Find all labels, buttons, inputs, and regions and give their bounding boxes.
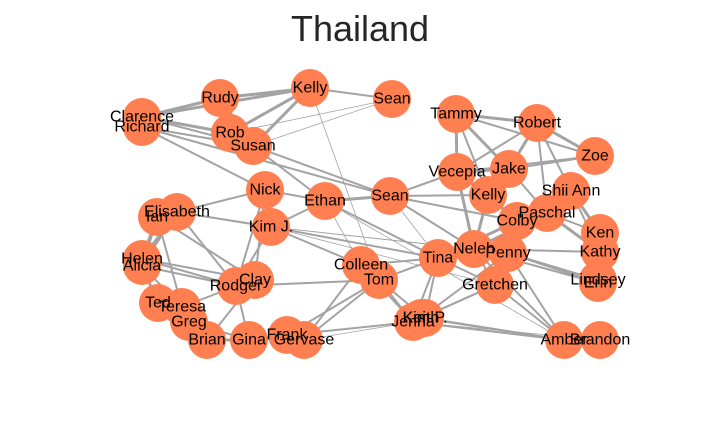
node-sean1 [373, 80, 411, 118]
node-label-alicia: Alicia [123, 258, 161, 275]
node-label-rodger: Rodger [210, 278, 263, 295]
node-label-sean1: Sean [373, 91, 410, 108]
node-label-paschal: Paschal [519, 205, 576, 222]
node-gina [230, 321, 268, 359]
node-label-tina: Tina [423, 250, 454, 267]
node-label-kimp: Kim P. [402, 310, 447, 327]
node-label-greg: Greg [171, 314, 207, 331]
node-alicia [123, 247, 161, 285]
node-amber [545, 321, 583, 359]
node-zoe [576, 137, 614, 175]
node-gervase [285, 321, 323, 359]
node-label-brian: Brian [188, 332, 225, 349]
node-label-rudy: Rudy [201, 90, 238, 107]
node-label-frank: Frank [267, 327, 309, 344]
node-label-sean2: Sean [371, 188, 408, 205]
node-tom [360, 261, 398, 299]
node-label-kathy: Kathy [580, 244, 621, 261]
node-ian [138, 198, 176, 236]
node-label-susan: Susan [230, 138, 275, 155]
node-label-jenna: Jenna [391, 314, 435, 331]
node-jake [490, 150, 528, 188]
node-label-rob: Rob [215, 125, 244, 142]
node-label-penny: Penny [485, 245, 530, 262]
node-erin [579, 264, 617, 302]
node-label-robert: Robert [513, 115, 562, 132]
node-rodger [217, 267, 255, 305]
node-label-ian: Ian [146, 209, 168, 226]
node-neleh [455, 230, 493, 268]
node-label-elisabeth: Elisabeth [144, 204, 210, 221]
node-nick [246, 171, 284, 209]
edge-kimj-gretchen [270, 226, 496, 286]
node-layer: ClarenceRichardRudyKellySeanRobSusanTamm… [110, 69, 630, 359]
node-label-ted: Ted [145, 295, 171, 312]
node-label-colby: Colby [497, 213, 538, 230]
node-label-neleh: Neleh [453, 241, 495, 258]
node-kelly2 [469, 176, 507, 214]
node-kelly1 [291, 69, 329, 107]
edge-ethan-tina [324, 200, 439, 259]
node-label-keith: Keith [403, 310, 439, 327]
edge-richard-sean2 [141, 126, 391, 197]
node-label-erin: Erin [584, 275, 612, 292]
node-label-gervase: Gervase [274, 332, 335, 349]
node-richard [123, 108, 161, 146]
node-kathy [581, 233, 619, 271]
node-label-kimj: Kim J. [249, 219, 293, 236]
node-tammy [437, 95, 475, 133]
edge-sean2-colby [389, 195, 518, 222]
node-label-kelly1: Kelly [293, 80, 328, 97]
node-label-richard: Richard [114, 119, 169, 136]
edge-rob-sean1 [229, 98, 393, 134]
node-robert [518, 104, 556, 142]
node-label-clarence: Clarence [110, 109, 174, 126]
node-shiiann [552, 172, 590, 210]
node-label-lindsey: Lindsey [570, 272, 625, 289]
edge-kimj-tina [270, 226, 439, 259]
node-label-zoe: Zoe [581, 148, 609, 165]
edge-keith-amber [420, 317, 565, 341]
edge-susan-sean2 [252, 145, 391, 197]
node-penny [489, 234, 527, 272]
node-label-amber: Amber [540, 332, 588, 349]
node-label-clay: Clay [239, 272, 271, 289]
node-paschal [528, 194, 566, 232]
node-susan [234, 127, 272, 165]
edge-richard-nick [141, 126, 266, 191]
node-keith [402, 299, 440, 337]
node-label-ethan: Ethan [304, 193, 346, 210]
node-label-vecepia: Vecepia [429, 164, 486, 181]
node-sean2 [371, 177, 409, 215]
node-label-teresa: Teresa [158, 299, 206, 316]
node-label-brandon: Brandon [570, 332, 631, 349]
node-brandon [581, 321, 619, 359]
node-label-gretchen: Gretchen [462, 277, 528, 294]
node-label-tom: Tom [364, 272, 394, 289]
node-label-kelly2: Kelly [471, 187, 506, 204]
node-colby [498, 202, 536, 240]
node-brian [188, 321, 226, 359]
graph-title: Thailand [290, 8, 430, 49]
node-kimj [252, 208, 290, 246]
node-rudy [201, 79, 239, 117]
node-label-helen: Helen [121, 251, 163, 268]
node-label-colleen: Colleen [334, 257, 388, 274]
node-label-tammy: Tammy [430, 106, 482, 123]
node-vecepia [438, 153, 476, 191]
edge-sean1-susan [252, 98, 393, 147]
node-label-nick: Nick [249, 182, 281, 199]
node-gretchen [476, 266, 514, 304]
node-label-gina: Gina [232, 332, 266, 349]
node-label-ken: Ken [586, 225, 614, 242]
node-tina [419, 239, 457, 277]
node-label-shiiann: Shii Ann [542, 183, 601, 200]
edge-neleh-amber [473, 248, 565, 341]
node-ethan [306, 182, 344, 220]
node-label-jake: Jake [492, 161, 526, 178]
